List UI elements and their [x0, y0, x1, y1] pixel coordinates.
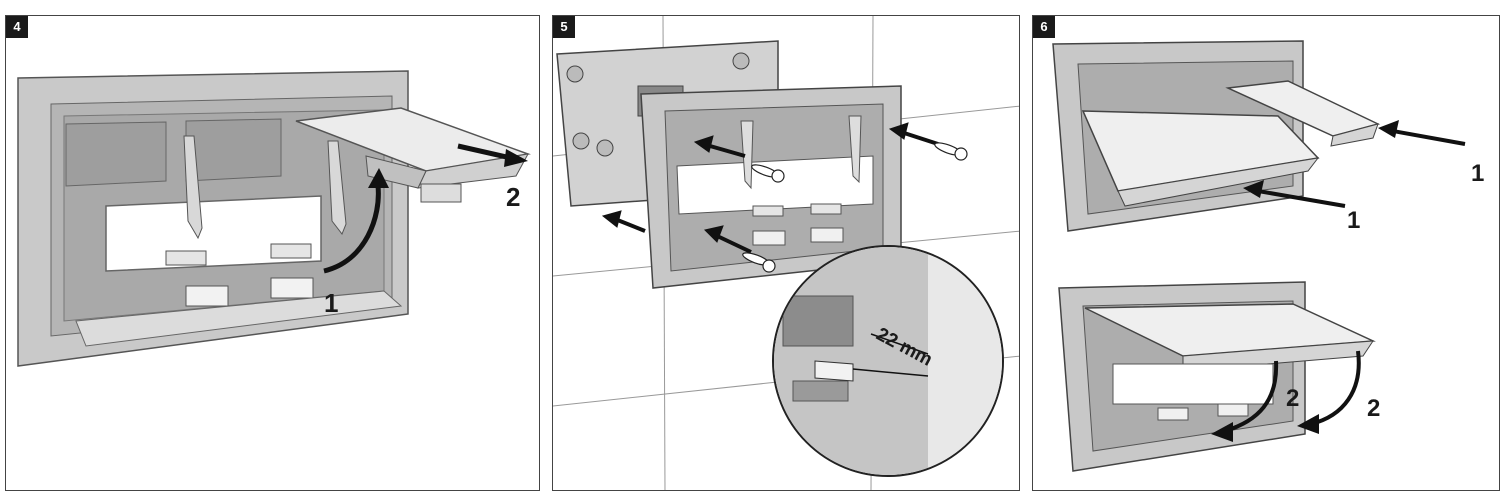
step-6-label-2b: 2: [1367, 395, 1380, 422]
step-6-panel: 6 1 1 2 2: [1032, 15, 1500, 491]
step-4-badge: 4: [6, 16, 28, 38]
step-4-label-1: 1: [324, 288, 338, 318]
step-6-label-1b: 1: [1347, 207, 1360, 234]
step-4-illustration: 1 2: [17, 70, 531, 367]
step-4-panel: 4 1 2: [5, 15, 540, 491]
step-6-badge: 6: [1033, 16, 1055, 38]
step-6-label-1a: 1: [1471, 160, 1484, 187]
step-5-illustration: 22 mm: [553, 16, 1019, 490]
step-6-illustration: 1 1 2 2: [1052, 40, 1484, 472]
step-4-label-2: 2: [506, 182, 520, 212]
step-6-label-2a: 2: [1286, 385, 1299, 412]
step-5-panel: 5: [552, 15, 1020, 491]
step-5-badge: 5: [553, 16, 575, 38]
